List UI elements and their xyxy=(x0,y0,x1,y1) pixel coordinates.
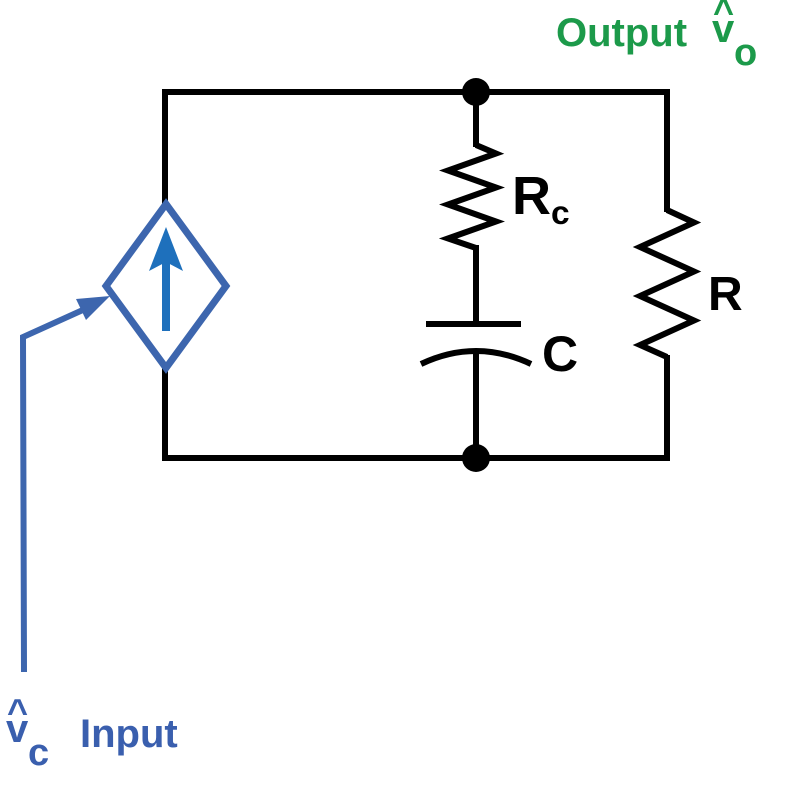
capacitor-label: C xyxy=(542,326,579,382)
resistor-rc-zigzag xyxy=(438,142,505,251)
resistor-rc-letter: R xyxy=(512,166,551,226)
input-pointer xyxy=(19,296,110,673)
resistor-rc-subscript: c xyxy=(551,195,570,233)
voltage-letter: v xyxy=(6,707,29,751)
output-voltage-symbol: ^ v o xyxy=(712,0,772,74)
resistor-r-zigzag xyxy=(632,207,702,360)
output-label: Output xyxy=(556,11,688,55)
input-voltage-symbol: ^ v c xyxy=(6,694,66,774)
current-arrow-head-icon xyxy=(149,227,183,271)
hat-accent: ^ xyxy=(7,691,29,732)
input-pointer-line xyxy=(19,306,87,673)
voltage-letter: v xyxy=(712,7,735,51)
input-pointer-arrowhead-icon xyxy=(76,296,110,320)
wires xyxy=(162,89,670,461)
voltage-subscript: c xyxy=(28,732,50,774)
junction-dot-top xyxy=(462,78,490,106)
junction-dot-bottom xyxy=(462,444,490,472)
hat-accent: ^ xyxy=(713,0,735,32)
resistor-rc-label: Rc xyxy=(512,169,570,231)
resistor-label: R xyxy=(708,268,743,321)
capacitor-bottom-plate xyxy=(419,348,533,367)
current-source-symbol xyxy=(101,198,231,374)
voltage-subscript: o xyxy=(734,32,758,74)
capacitor-symbol xyxy=(419,321,533,367)
input-label: Input xyxy=(80,712,178,756)
